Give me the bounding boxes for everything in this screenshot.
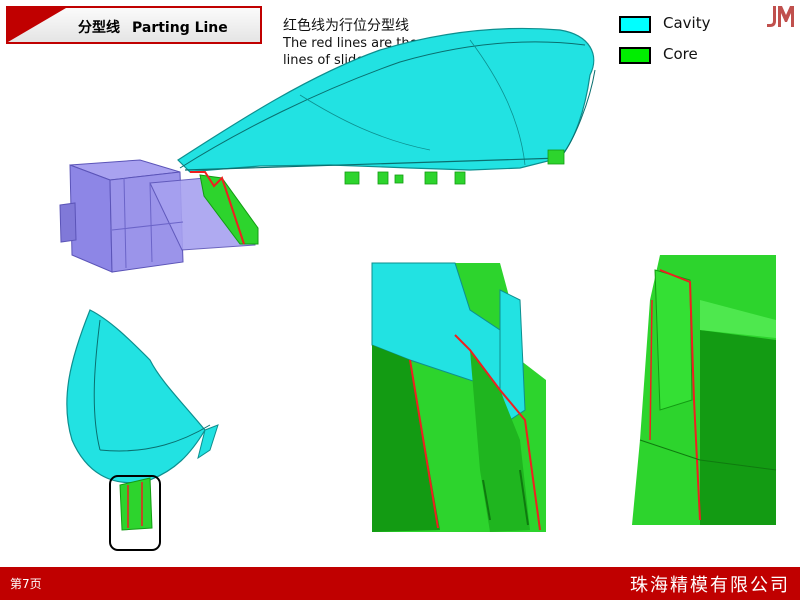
company-name: 珠海精模有限公司 bbox=[630, 575, 790, 596]
footer-bar: 第7页 珠海精模有限公司 bbox=[0, 567, 800, 600]
part-cavity-shell bbox=[177, 27, 596, 173]
legend-label-cavity: Cavity bbox=[663, 14, 711, 32]
part-core-ribs bbox=[344, 149, 565, 185]
slide-title: 分型线 Parting Line bbox=[78, 17, 228, 37]
note-chinese: 红色线为行位分型线 bbox=[283, 18, 409, 34]
title-english: Parting Line bbox=[132, 20, 228, 36]
core-swatch bbox=[619, 47, 651, 64]
zoom-detail-cavity-core bbox=[371, 262, 546, 532]
parting-line-main bbox=[190, 171, 245, 245]
lower-left-view bbox=[66, 309, 219, 551]
title-red-corner bbox=[8, 8, 66, 42]
title-chinese: 分型线 bbox=[78, 20, 120, 36]
zoom-detail-core bbox=[632, 255, 777, 525]
page-number: 第7页 bbox=[10, 577, 42, 591]
legend-label-core: Core bbox=[663, 45, 698, 63]
slider-block bbox=[59, 159, 256, 273]
slide-title-box: 分型线 Parting Line bbox=[6, 6, 262, 44]
jm-logo-icon bbox=[767, 6, 794, 27]
main-iso-view bbox=[59, 27, 596, 273]
detail-callout-box bbox=[109, 475, 161, 551]
cavity-swatch bbox=[619, 16, 651, 33]
